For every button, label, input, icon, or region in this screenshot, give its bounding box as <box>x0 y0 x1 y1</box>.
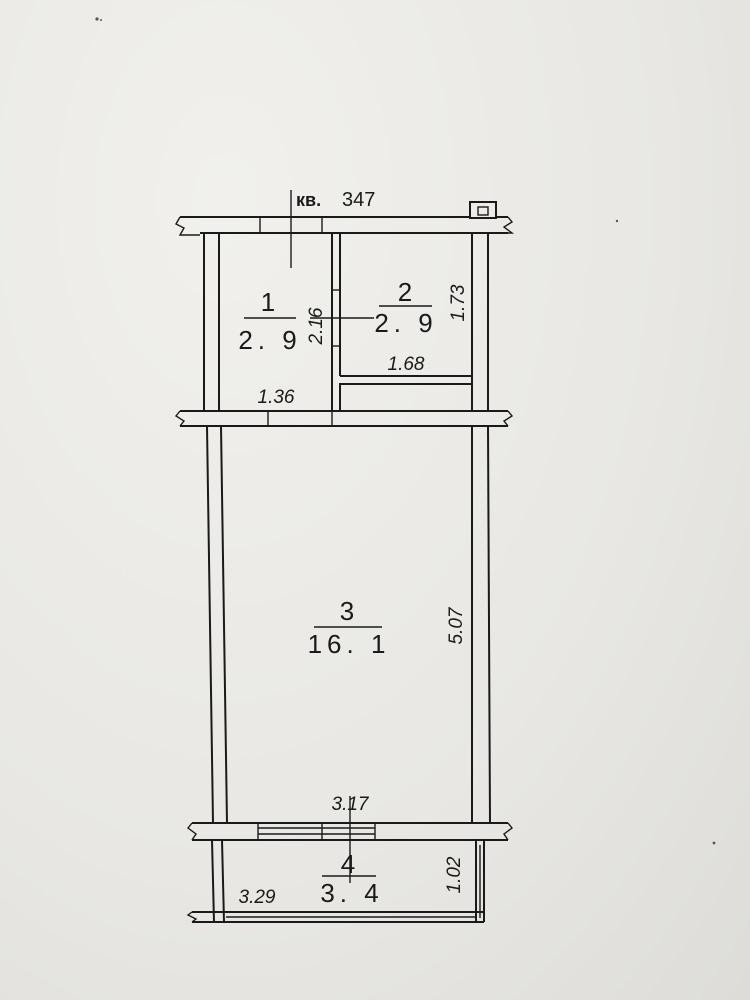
room-1-width-dim: 1.36 <box>258 387 295 408</box>
room-3-height-dim: 5.07 <box>446 606 467 644</box>
room-3: 3 16. 1 5.07 3.17 <box>308 596 467 883</box>
room-1: 1 2. 9 1.36 2.16 <box>238 287 374 408</box>
room-4-height-dim: 1.02 <box>444 856 465 893</box>
room-4: 4 3. 4 3.29 1.02 <box>239 849 465 908</box>
room-3-width-dim: 3.17 <box>332 794 370 815</box>
room-1-area: 2. 9 <box>238 325 301 355</box>
room-2: 2 2. 9 1.68 1.73 <box>374 277 469 375</box>
paper-specks <box>95 17 716 845</box>
room-1-height-dim: 2.16 <box>306 307 327 345</box>
room-2-number: 2 <box>398 277 412 307</box>
room-2-area: 2. 9 <box>374 308 437 338</box>
apartment-number: 347 <box>342 189 375 211</box>
interior-walls <box>259 217 473 426</box>
room-4-number: 4 <box>341 849 355 879</box>
room-3-number: 3 <box>340 596 354 626</box>
room-2-height-dim: 1.73 <box>448 284 469 321</box>
room-2-width-dim: 1.68 <box>388 354 425 375</box>
room-1-number: 1 <box>261 287 275 317</box>
room-4-area: 3. 4 <box>320 878 383 908</box>
room-3-area: 16. 1 <box>308 629 391 659</box>
room-4-width-dim: 3.29 <box>239 887 276 908</box>
apartment-prefix: кв. <box>296 190 321 210</box>
